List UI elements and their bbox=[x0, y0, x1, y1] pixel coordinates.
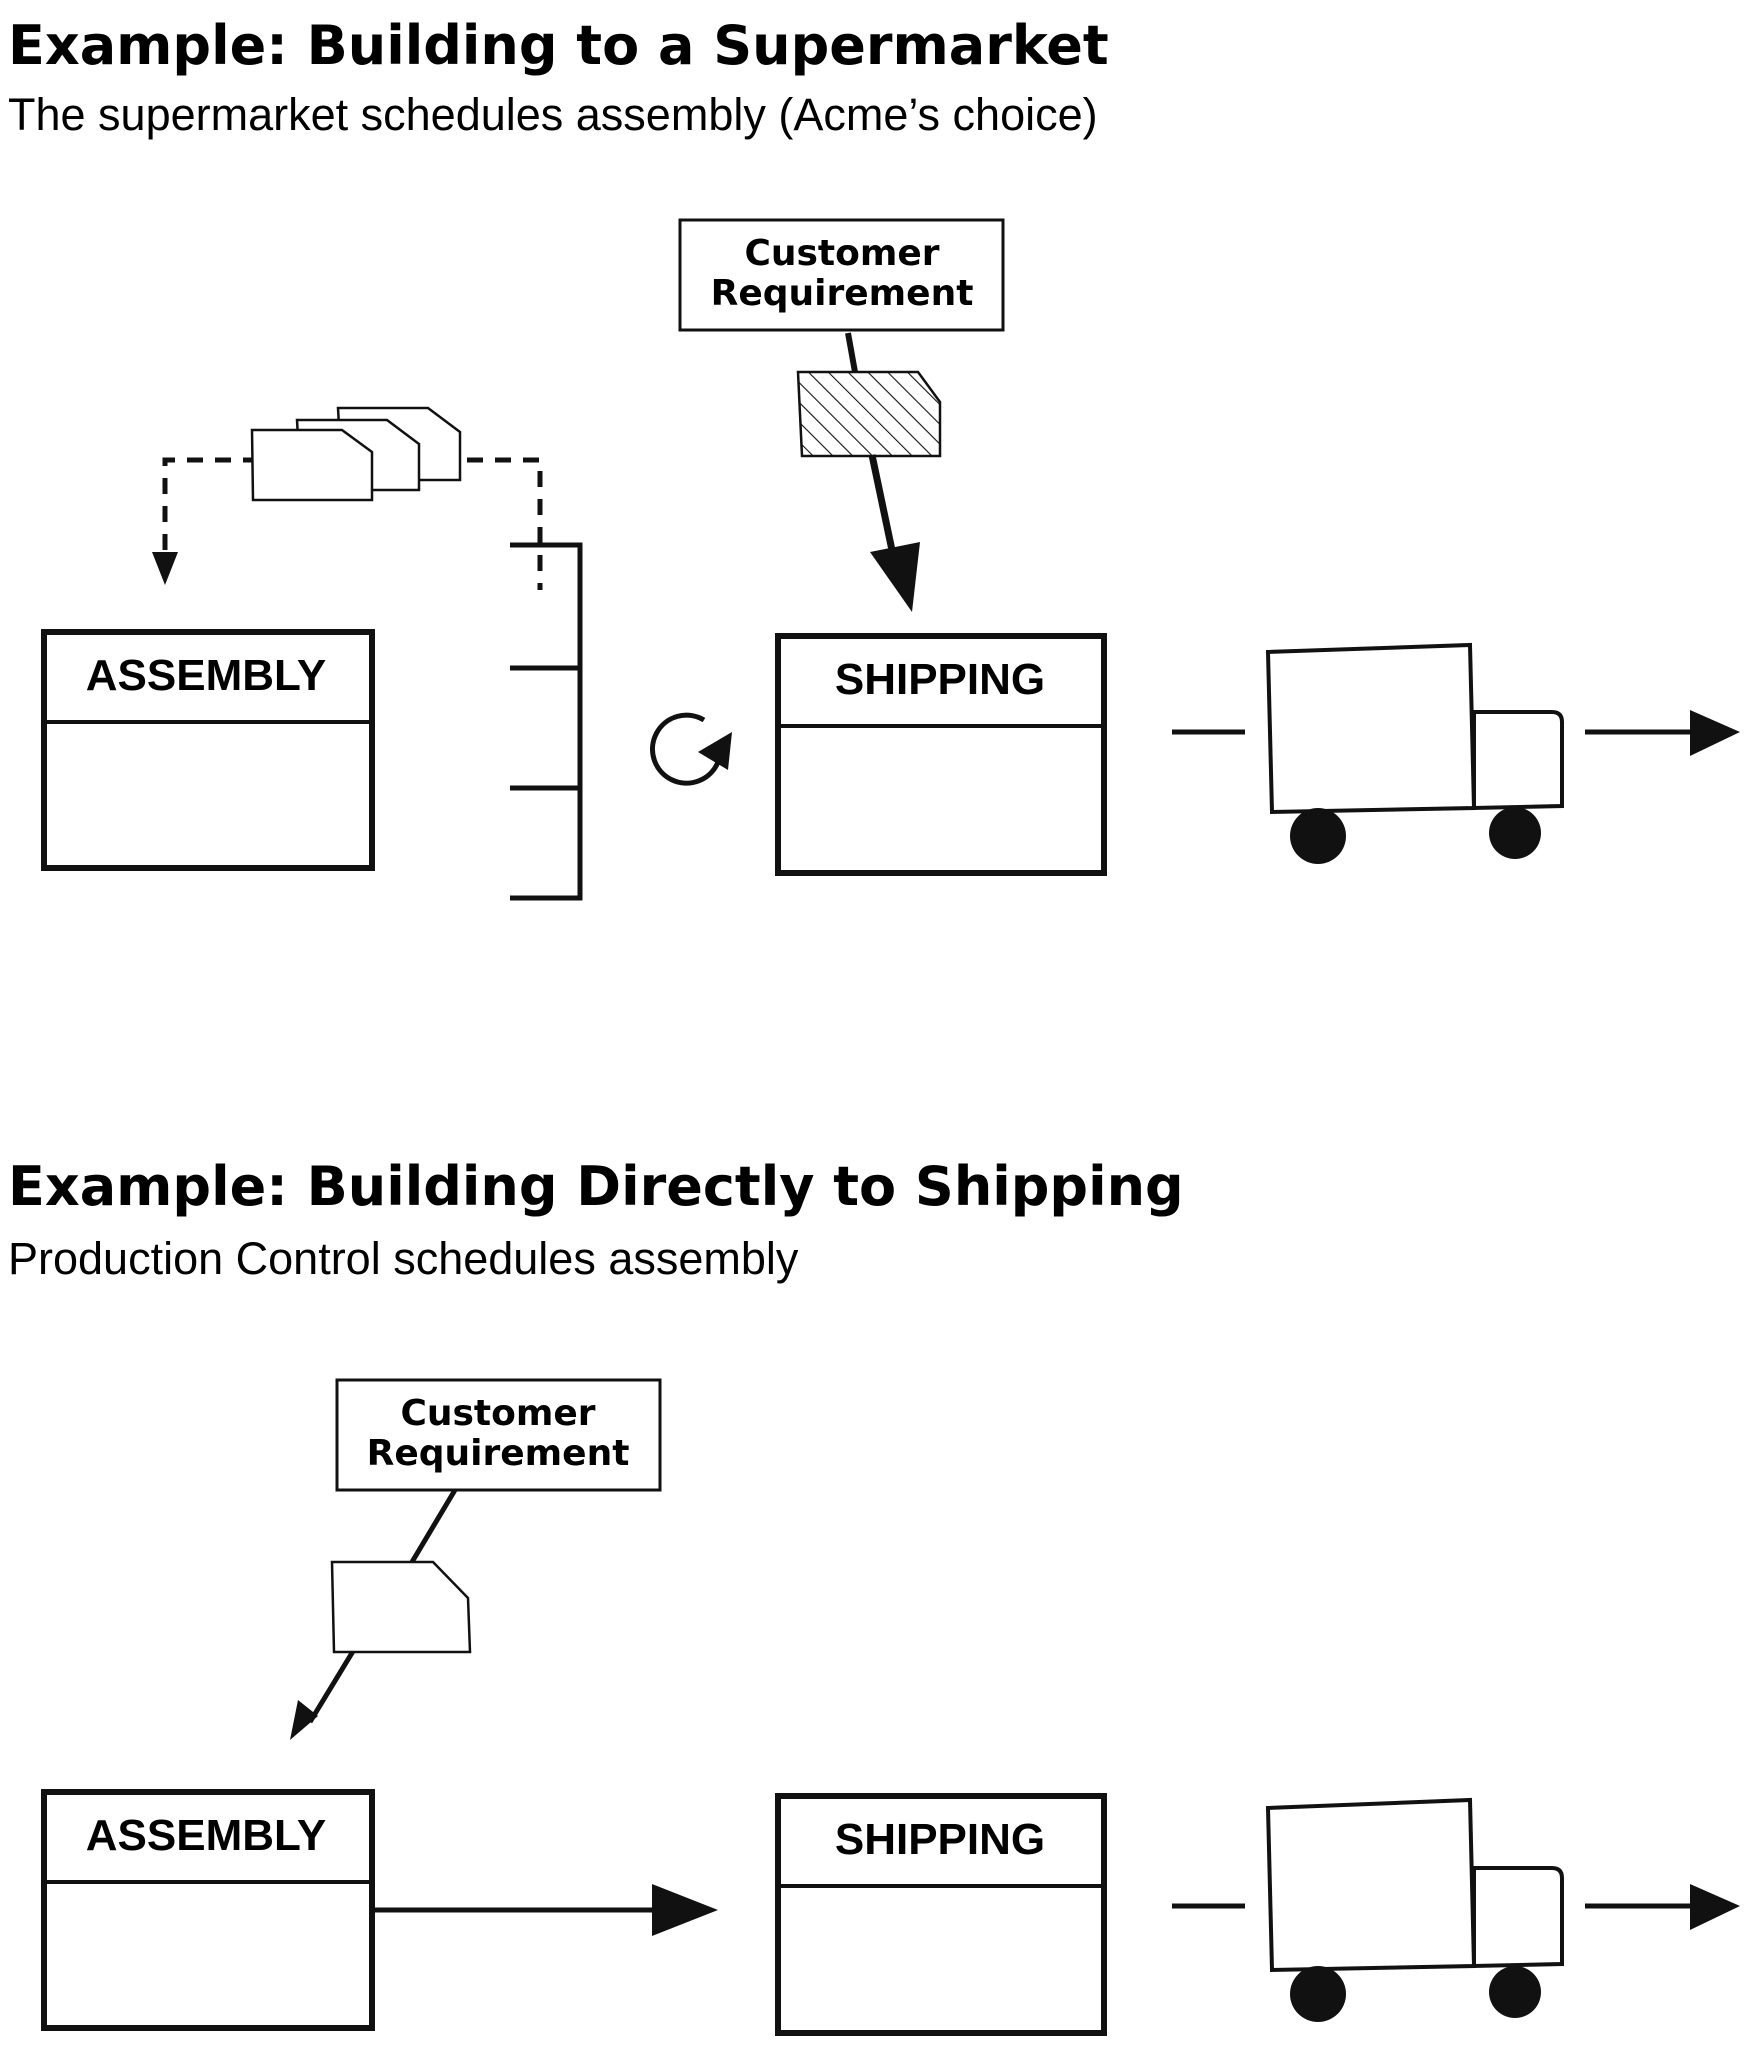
example-subtitle: The supermarket schedules assembly (Acme… bbox=[8, 89, 1098, 140]
customer-requirement-box: Customer Requirement bbox=[335, 1378, 662, 1492]
kanban-signal-loop bbox=[152, 457, 543, 590]
example-title: Example: Building to a Supermarket bbox=[8, 14, 1109, 77]
assembly-label: ASSEMBLY bbox=[86, 1811, 326, 1860]
truck-icon bbox=[1265, 1797, 1564, 2022]
shipping-label: SHIPPING bbox=[835, 1815, 1045, 1864]
example-title: Example: Building Directly to Shipping bbox=[8, 1155, 1184, 1218]
example-supermarket: Example: Building to a Supermarket The s… bbox=[8, 14, 1740, 901]
rotation-arrow-icon bbox=[650, 712, 732, 786]
shipment-truck-arrow bbox=[1172, 642, 1740, 864]
assembly-process-box: ASSEMBLY bbox=[41, 629, 375, 871]
shipping-label: SHIPPING bbox=[835, 655, 1045, 704]
customer-requirement-line2: Requirement bbox=[367, 1433, 630, 1474]
assembly-process-box: ASSEMBLY bbox=[41, 1789, 375, 2031]
assembly-label: ASSEMBLY bbox=[86, 651, 326, 700]
kanban-card-icon bbox=[330, 1560, 472, 1654]
kanban-card-stack-icon bbox=[250, 406, 462, 502]
supermarket-icon bbox=[510, 542, 583, 901]
hatched-kanban-card-icon bbox=[796, 370, 942, 458]
customer-to-shipping-arrow bbox=[845, 332, 920, 612]
customer-requirement-box: Customer Requirement bbox=[678, 218, 1005, 332]
truck-icon bbox=[1265, 642, 1564, 864]
customer-to-assembly-arrow bbox=[290, 1488, 458, 1740]
example-subtitle: Production Control schedules assembly bbox=[8, 1233, 799, 1284]
shipping-process-box: SHIPPING bbox=[775, 1793, 1107, 2036]
customer-requirement-line1: Customer bbox=[400, 1393, 595, 1434]
example-direct-to-shipping: Example: Building Directly to Shipping P… bbox=[8, 1155, 1740, 2036]
shipping-process-box: SHIPPING bbox=[775, 633, 1107, 876]
customer-requirement-line1: Customer bbox=[744, 233, 939, 274]
customer-requirement-line2: Requirement bbox=[711, 273, 974, 314]
assembly-to-shipping-arrow bbox=[374, 1884, 718, 1936]
shipment-truck-arrow bbox=[1172, 1797, 1740, 2022]
